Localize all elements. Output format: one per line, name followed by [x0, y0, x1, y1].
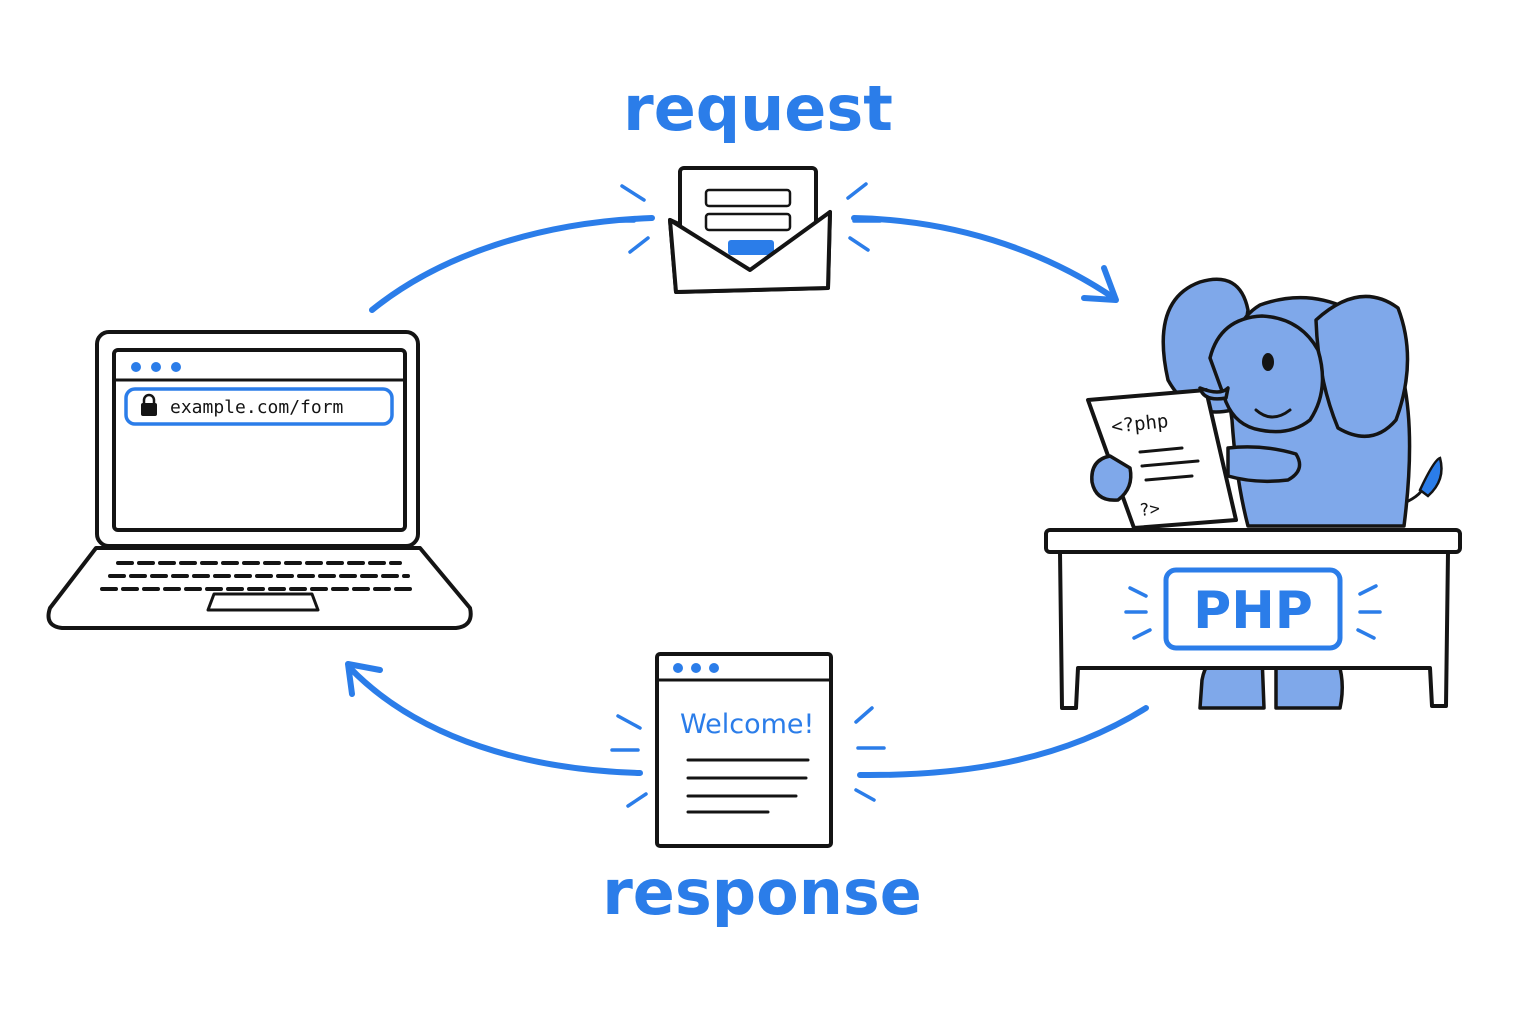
browser-dot-icon: [673, 663, 683, 673]
response-arrow-right-segment: [857, 705, 1149, 779]
response-page-heading: Welcome!: [680, 709, 814, 740]
browser-dot-icon: [151, 362, 161, 372]
page-sparkle-right: [854, 706, 886, 802]
elephant-tail-tuft: [1418, 456, 1443, 498]
request-arrow-left-segment: [369, 215, 655, 313]
elephant-left-hand: [1090, 454, 1133, 502]
elephant-smile: [1254, 408, 1292, 419]
form-field: [704, 212, 792, 232]
elephant-trunk: [1198, 386, 1230, 401]
request-arrow-right-segment: [851, 215, 1117, 301]
code-sheet-close-tag: ?>: [1138, 499, 1160, 521]
browser-dot-icon: [171, 362, 181, 372]
laptop-keyboard: [100, 561, 418, 591]
elephant-eye: [1262, 353, 1274, 371]
php-sign: [1163, 567, 1343, 651]
response-arrowhead-icon: [345, 661, 383, 697]
envelope-sparkle-right: [846, 182, 882, 252]
request-arrowhead-icon: [1081, 265, 1119, 303]
code-sheet-lines: [1138, 446, 1200, 482]
browser-dot-icon: [131, 362, 141, 372]
desk: PHP: [1044, 528, 1462, 710]
envelope-sparkle-left: [606, 184, 650, 254]
response-page-frame: [655, 652, 833, 848]
lock-icon: [141, 393, 157, 416]
response-label: response: [602, 856, 922, 929]
form-field: [704, 188, 792, 208]
response-page: Welcome!: [610, 652, 886, 848]
request-label: request: [623, 72, 893, 145]
response-page-text-lines: [686, 758, 810, 814]
laptop-screen: [112, 348, 407, 532]
laptop: example.com/form: [46, 330, 473, 630]
elephant-front-ear: [1314, 294, 1410, 439]
desk-top: [1044, 528, 1462, 554]
page-sparkle-left: [610, 714, 648, 808]
elephant-right-arm: [1226, 445, 1302, 484]
response-arrow: [345, 661, 1149, 779]
elephant-head: [1208, 314, 1325, 434]
envelope-front-flap: [668, 210, 832, 294]
laptop-trackpad: [206, 592, 320, 612]
response-arrow-left-segment: [347, 665, 643, 776]
address-bar[interactable]: [124, 387, 394, 426]
browser-dot-icon: [709, 663, 719, 673]
form-submit-button: [728, 240, 774, 255]
sign-sparkle-left: [1124, 586, 1152, 640]
address-bar-url: example.com/form: [170, 397, 343, 418]
envelope-icon: [606, 166, 882, 294]
php-sign-text: PHP: [1193, 581, 1313, 641]
browser-dot-icon: [691, 663, 701, 673]
sign-sparkle-right: [1356, 584, 1382, 640]
